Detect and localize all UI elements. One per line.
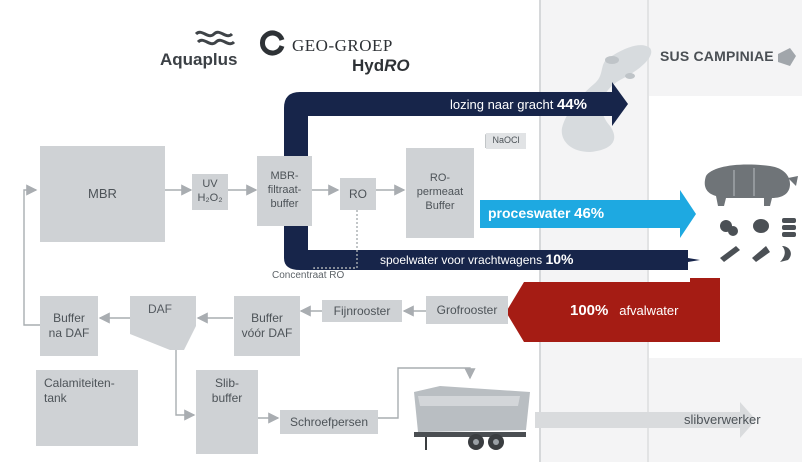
spoelwater-flow-label: spoelwater voor vrachtwagens 10%: [380, 251, 573, 267]
proceswater-text: proceswater: [488, 205, 571, 221]
proceswater-flow-band: [480, 190, 696, 238]
calamiteitentank-box: Calamiteiten- tank: [36, 370, 138, 446]
pig-illustration: [704, 164, 798, 206]
afvalwater-flow-label: 100% afvalwater: [570, 302, 678, 319]
lozing-text: lozing naar gracht: [450, 97, 554, 112]
slibbuffer-label: Slib- buffer: [211, 376, 243, 405]
meat-product-icons: [720, 218, 796, 262]
lozing-flow-label: lozing naar gracht 44%: [450, 96, 587, 113]
river-illustration: [561, 45, 652, 152]
naocl-label: NaOCl: [492, 135, 520, 146]
ro-box: RO: [340, 178, 376, 210]
schroefpersen-box: Schroefpersen: [280, 410, 378, 434]
proceswater-percent: 46%: [574, 205, 605, 222]
calamiteitentank-label: Calamiteiten- tank: [44, 376, 115, 405]
sus-campiniae-logo: SUS CAMPINIAE: [660, 48, 774, 64]
slibverwerker-label: slibverwerker: [684, 412, 761, 427]
ro-permeaat-buffer-label: RO- permeaat Buffer: [416, 172, 464, 212]
buffer-voor-daf-box: Buffer vóór DAF: [234, 296, 300, 356]
lozing-percent: 44%: [556, 96, 587, 113]
aquaplus-logo: Aquaplus: [160, 50, 238, 69]
schroefpersen-label: Schroefpersen: [289, 414, 369, 429]
hydro-logo-suffix: RO: [384, 56, 410, 75]
spoelwater-percent: 10%: [545, 251, 574, 267]
fijnrooster-box: Fijnrooster: [322, 300, 402, 322]
sus-campiniae-emblem-icon: [778, 48, 796, 66]
grofrooster-box: Grofrooster: [426, 296, 508, 324]
h2o2-label: H₂O₂: [197, 192, 223, 204]
daf-label: DAF: [148, 302, 172, 316]
uv-label: UV: [202, 178, 218, 191]
uv-box: UV H₂O₂: [192, 174, 228, 210]
naocl-box: NaOCl: [486, 133, 526, 149]
mbr-label: MBR: [88, 185, 117, 201]
mbr-box: MBR: [40, 146, 165, 242]
aquaplus-waves-icon: [194, 30, 236, 46]
geo-groep-logo: GEO-GROEP: [292, 36, 393, 55]
hydro-logo: HydRO: [352, 56, 410, 76]
lozing-flow-band: [284, 82, 628, 160]
afvalwater-percent: 100%: [570, 302, 609, 319]
spoelwater-flow-band: [284, 216, 700, 270]
grofrooster-label: Grofrooster: [436, 302, 498, 317]
geo-groep-icon: [259, 30, 285, 56]
spoelwater-text: spoelwater voor vrachtwagens: [380, 253, 543, 267]
truck-illustration: [414, 386, 530, 450]
buffer-voor-daf-label: Buffer vóór DAF: [241, 311, 293, 340]
proceswater-flow-label: proceswater 46%: [488, 205, 604, 222]
fijnrooster-label: Fijnrooster: [333, 303, 391, 318]
buffer-na-daf-label: Buffer na DAF: [48, 311, 90, 340]
hydro-logo-prefix: Hyd: [352, 56, 385, 75]
slibbuffer-box: Slib- buffer: [196, 370, 258, 454]
slibverwerker-flow-band: [535, 402, 756, 438]
ro-permeaat-buffer-box: RO- permeaat Buffer: [406, 148, 474, 238]
afvalwater-text: afvalwater: [619, 303, 679, 318]
buffer-na-daf-box: Buffer na DAF: [40, 296, 98, 356]
daf-tank-shape: [130, 296, 196, 350]
concentraat-ro-label: Concentraat RO: [270, 270, 347, 281]
afvalwater-flow-band: [506, 282, 720, 342]
ro-label: RO: [349, 186, 367, 201]
mbr-filtraat-buffer-label: MBR- filtraat- buffer: [267, 170, 302, 210]
mbr-filtraat-buffer-box: MBR- filtraat- buffer: [257, 156, 312, 226]
